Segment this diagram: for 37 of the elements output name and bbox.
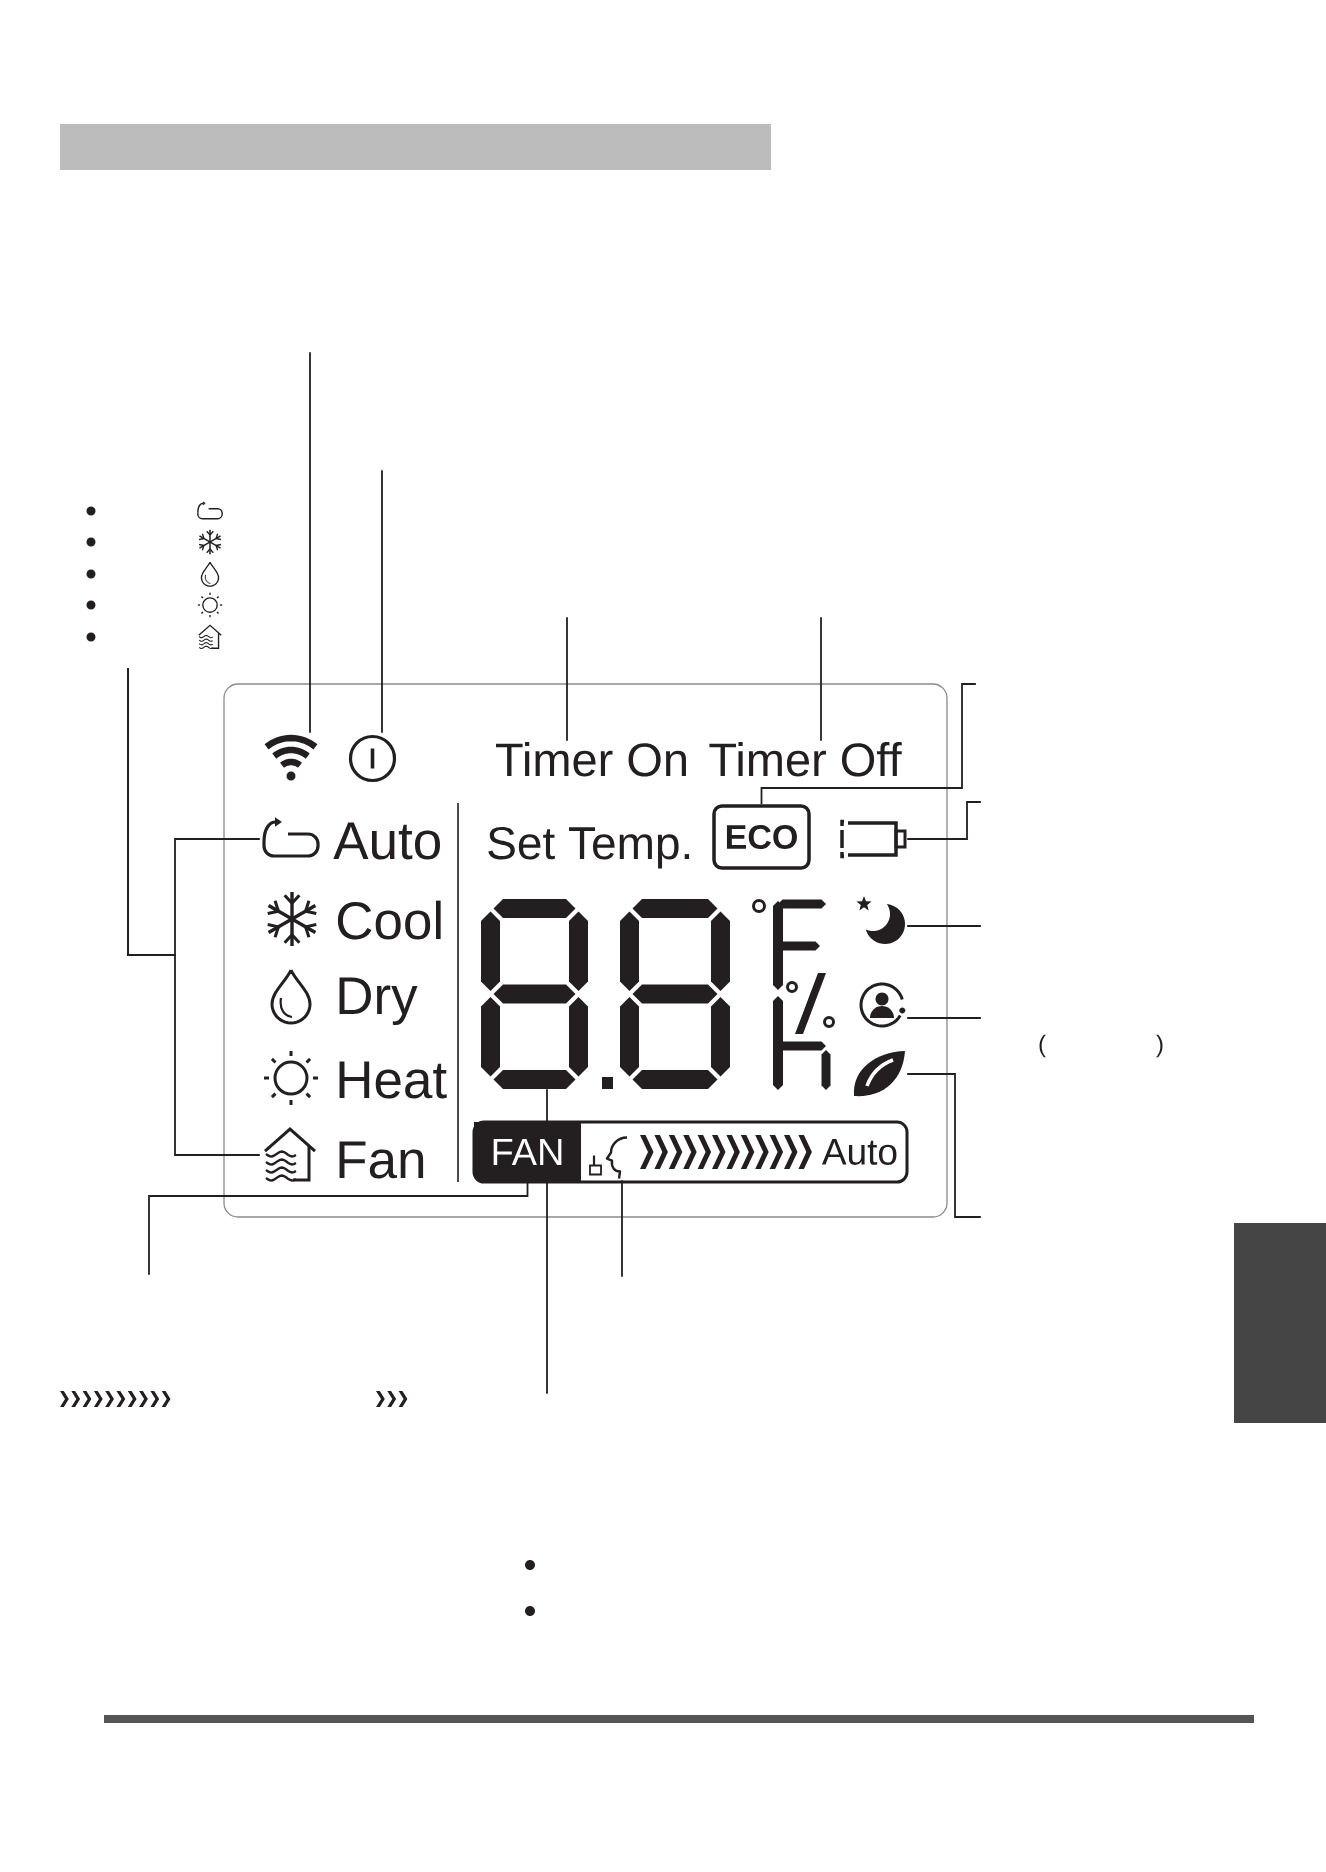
eco-badge: ECO [712, 804, 811, 870]
leader-line [820, 616, 822, 742]
fan-tab: FAN [474, 1122, 581, 1182]
leader-line [906, 1017, 982, 1019]
parenthesis: ( [1039, 1034, 1046, 1058]
hand-face-icon [589, 1136, 628, 1179]
power-icon [348, 734, 397, 783]
moon-icon [856, 896, 905, 944]
leaf-icon [854, 1051, 905, 1097]
leader-line [906, 801, 982, 840]
seven-segment-digits [481, 899, 730, 1089]
auto-mode-icon [262, 817, 320, 858]
leader-line [381, 469, 383, 734]
lcd-text: Auto [333, 822, 440, 860]
wifi-icon [264, 734, 318, 781]
fan-mode-icon [264, 1127, 316, 1182]
person-circle-icon [859, 982, 906, 1028]
leader-line [621, 1179, 623, 1278]
lcd-text: Dry [339, 977, 418, 1025]
leader-line [127, 667, 261, 1156]
battery-icon [840, 819, 907, 859]
lcd-text: Heat [339, 1061, 447, 1099]
lcd-panel [223, 683, 948, 1218]
lcd-text: Cool [337, 900, 441, 940]
leader-line [148, 1181, 529, 1276]
leader-line [546, 1088, 548, 1395]
lcd-text: Fan [339, 1141, 424, 1179]
lcd-text: Set Temp. [488, 826, 690, 869]
lcd-text: Timer Off [709, 741, 902, 777]
leader-line [906, 925, 982, 927]
lcd-text: Timer On [496, 741, 686, 777]
leader-line [760, 683, 977, 806]
leader-line [309, 351, 311, 734]
parenthesis: ) [1156, 1034, 1163, 1058]
leader-line [906, 1073, 982, 1218]
leader-line [566, 616, 568, 742]
side-tab [1234, 1223, 1326, 1423]
